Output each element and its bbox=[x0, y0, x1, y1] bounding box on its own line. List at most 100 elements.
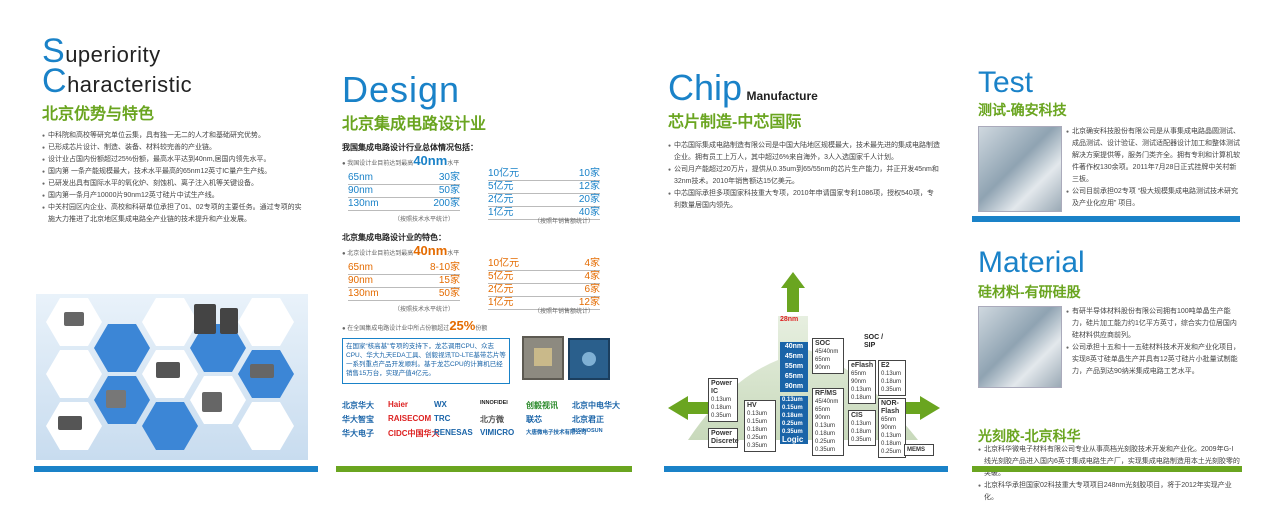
laptop-icon bbox=[156, 362, 180, 378]
bullet-item: 国内第 一条产能规模最大，技术水平最高的65nm12英寸IC量产生产线。 bbox=[42, 166, 304, 178]
design-panel: Design 北京集成电路设计业 我国集成电路设计行业总体情况包括： ● 我国设… bbox=[342, 38, 620, 472]
process-value: 0.13um bbox=[782, 397, 803, 403]
p1-bullet-list: 中科院和高校等研究单位云集，具有独一无二的人才和基础研究优势。已形成芯片设计、制… bbox=[42, 130, 304, 226]
process-value: 0.25um bbox=[782, 421, 803, 427]
bullet-item: 北京科华承担国家02科技重大专项项目248nm光刻胶项目，将于2012年实现产业… bbox=[978, 480, 1240, 504]
company-logo: INNOFIDEI bbox=[480, 400, 508, 406]
note-right-1: （按照年销售额统计） bbox=[534, 219, 595, 225]
laptop-icon bbox=[250, 364, 274, 378]
process-value: 0.35um bbox=[851, 437, 872, 443]
chip-zh-title: 芯片制造-中芯国际 bbox=[668, 114, 802, 131]
mems-box: MEMS bbox=[904, 444, 934, 456]
p4-mid-bar bbox=[972, 216, 1240, 222]
process-value: 0.18um bbox=[881, 441, 902, 447]
process-value: 0.18um bbox=[881, 379, 902, 385]
bullet-item: 设计业占国内份额超过25%份额，最高水平达到40nm,居国内领先水平。 bbox=[42, 154, 304, 166]
process-value: 0.13um bbox=[851, 421, 872, 427]
chip-photo-2 bbox=[568, 338, 610, 380]
design-h2b: ● 北京设计业目前达到最高40nm水平 bbox=[342, 243, 460, 258]
process-value: 0.18um bbox=[747, 427, 768, 433]
process-value: 0.18um bbox=[711, 405, 732, 411]
test-material-panel: Test 测试-确安科技 北京确安科技股份有限公司是从事集成电路晶圆测试、成品测… bbox=[972, 38, 1240, 501]
bullet-item: 中科院和高校等研究单位云集，具有独一无二的人才和基础研究优势。 bbox=[42, 130, 304, 142]
bullet-item: 中芯国际承担多项国家科技重大专项，2010年申请国家专利1086项，授权540项… bbox=[668, 188, 940, 212]
process-value: 0.35um bbox=[782, 429, 803, 435]
bullet-item: 中芯国际集成电路制造有限公司是中国大陆地区规模最大，技术最先进的集成电路制造企业… bbox=[668, 140, 940, 164]
process-value: 65nm bbox=[815, 357, 831, 363]
process-value: 0.18um bbox=[851, 429, 872, 435]
process-value: 0.35um bbox=[711, 413, 732, 419]
p1-bottom-bar bbox=[34, 466, 318, 472]
company-logo: RAISECOM bbox=[388, 414, 432, 423]
material-zh-title: 硅材料-有研硅股 bbox=[978, 284, 1081, 300]
process-value: 0.13um bbox=[747, 411, 768, 417]
company-logo: WX bbox=[434, 400, 447, 409]
company-logo: 华大电子 bbox=[342, 429, 374, 438]
title-superiority: Superiority bbox=[42, 32, 161, 70]
bullet-item: 北京科华微电子材料有限公司专业从事高档光刻胶技术开发和产业化。2009年G-I线… bbox=[978, 444, 1240, 480]
chip-photo-1 bbox=[522, 336, 564, 380]
process-value: 45/40nm bbox=[815, 349, 839, 355]
design-zh-title: 北京集成电路设计业 bbox=[342, 116, 487, 133]
photoresist-bullet-list: 北京科华微电子材料有限公司专业从事高档光刻胶技术开发和产业化。2009年G-I线… bbox=[978, 444, 1240, 504]
process-value: 0.25um bbox=[747, 435, 768, 441]
company-logo: 创毅视讯 bbox=[526, 401, 558, 410]
bullet-item: 公司承担十五和十一五硅材料技术开发和产业化项目，实现8英寸硅单晶生产并具有12英… bbox=[1066, 342, 1240, 378]
bullet-item: 北京确安科技股份有限公司是从事集成电路晶圆测试、成品测试、设计验证、测试适配器设… bbox=[1066, 126, 1240, 186]
p3-bottom-bar bbox=[664, 466, 948, 472]
server-icon bbox=[220, 308, 238, 334]
laptop-icon bbox=[64, 312, 84, 326]
company-logo: 北京中电华大 bbox=[572, 401, 620, 410]
design-title: Design bbox=[342, 69, 461, 110]
laptop-icon bbox=[58, 416, 82, 430]
network-illustration bbox=[36, 294, 308, 460]
process-value: 65nm bbox=[881, 417, 897, 423]
process-value: 0.13um bbox=[881, 371, 902, 377]
bullet-item: 已形成芯片设计、制造、装备、材料较完善的产业链。 bbox=[42, 142, 304, 154]
company-logo: RENESAS bbox=[434, 428, 473, 437]
node-28nm: 28nm bbox=[780, 316, 799, 323]
process-value: 0.18um bbox=[815, 431, 836, 437]
note-left-1: （按照技术水平统计） bbox=[394, 217, 455, 223]
monitor-icon bbox=[202, 392, 222, 412]
chip-title: Chip Manufacture bbox=[668, 67, 818, 108]
bullet-item: 有研半导体材料股份有限公司拥有100吨单晶生产能力，硅片加工能力约1亿平方英寸，… bbox=[1066, 306, 1240, 342]
monitor-icon bbox=[106, 390, 126, 408]
design-share: ● 在全国集成电路设计业中所占份额超过25%份额 bbox=[342, 318, 488, 333]
bullet-item: 公司月产能超过20万片，提供从0.35um到65/55nm的芯片生产能力，并正开… bbox=[668, 164, 940, 188]
process-value: 0.18um bbox=[782, 413, 803, 419]
design-h2: 北京集成电路设计业的特色： bbox=[342, 233, 446, 242]
process-value: 0.13um bbox=[881, 433, 902, 439]
p1-zh-title: 北京优势与特色 bbox=[42, 106, 155, 123]
note-left-2: （按照技术水平统计） bbox=[394, 307, 455, 313]
process-value: 0.15um bbox=[747, 419, 768, 425]
process-value: 0.13um bbox=[711, 397, 732, 403]
process-value: 0.35um bbox=[881, 387, 902, 393]
company-logo: VIMICRO bbox=[480, 428, 515, 437]
process-value: 0.25um bbox=[881, 449, 902, 455]
process-value: 65nm bbox=[851, 371, 867, 377]
company-logo: BISINOSUN bbox=[572, 428, 603, 434]
company-logo: 北方微 bbox=[480, 415, 504, 424]
process-value: 90nm bbox=[815, 365, 831, 371]
